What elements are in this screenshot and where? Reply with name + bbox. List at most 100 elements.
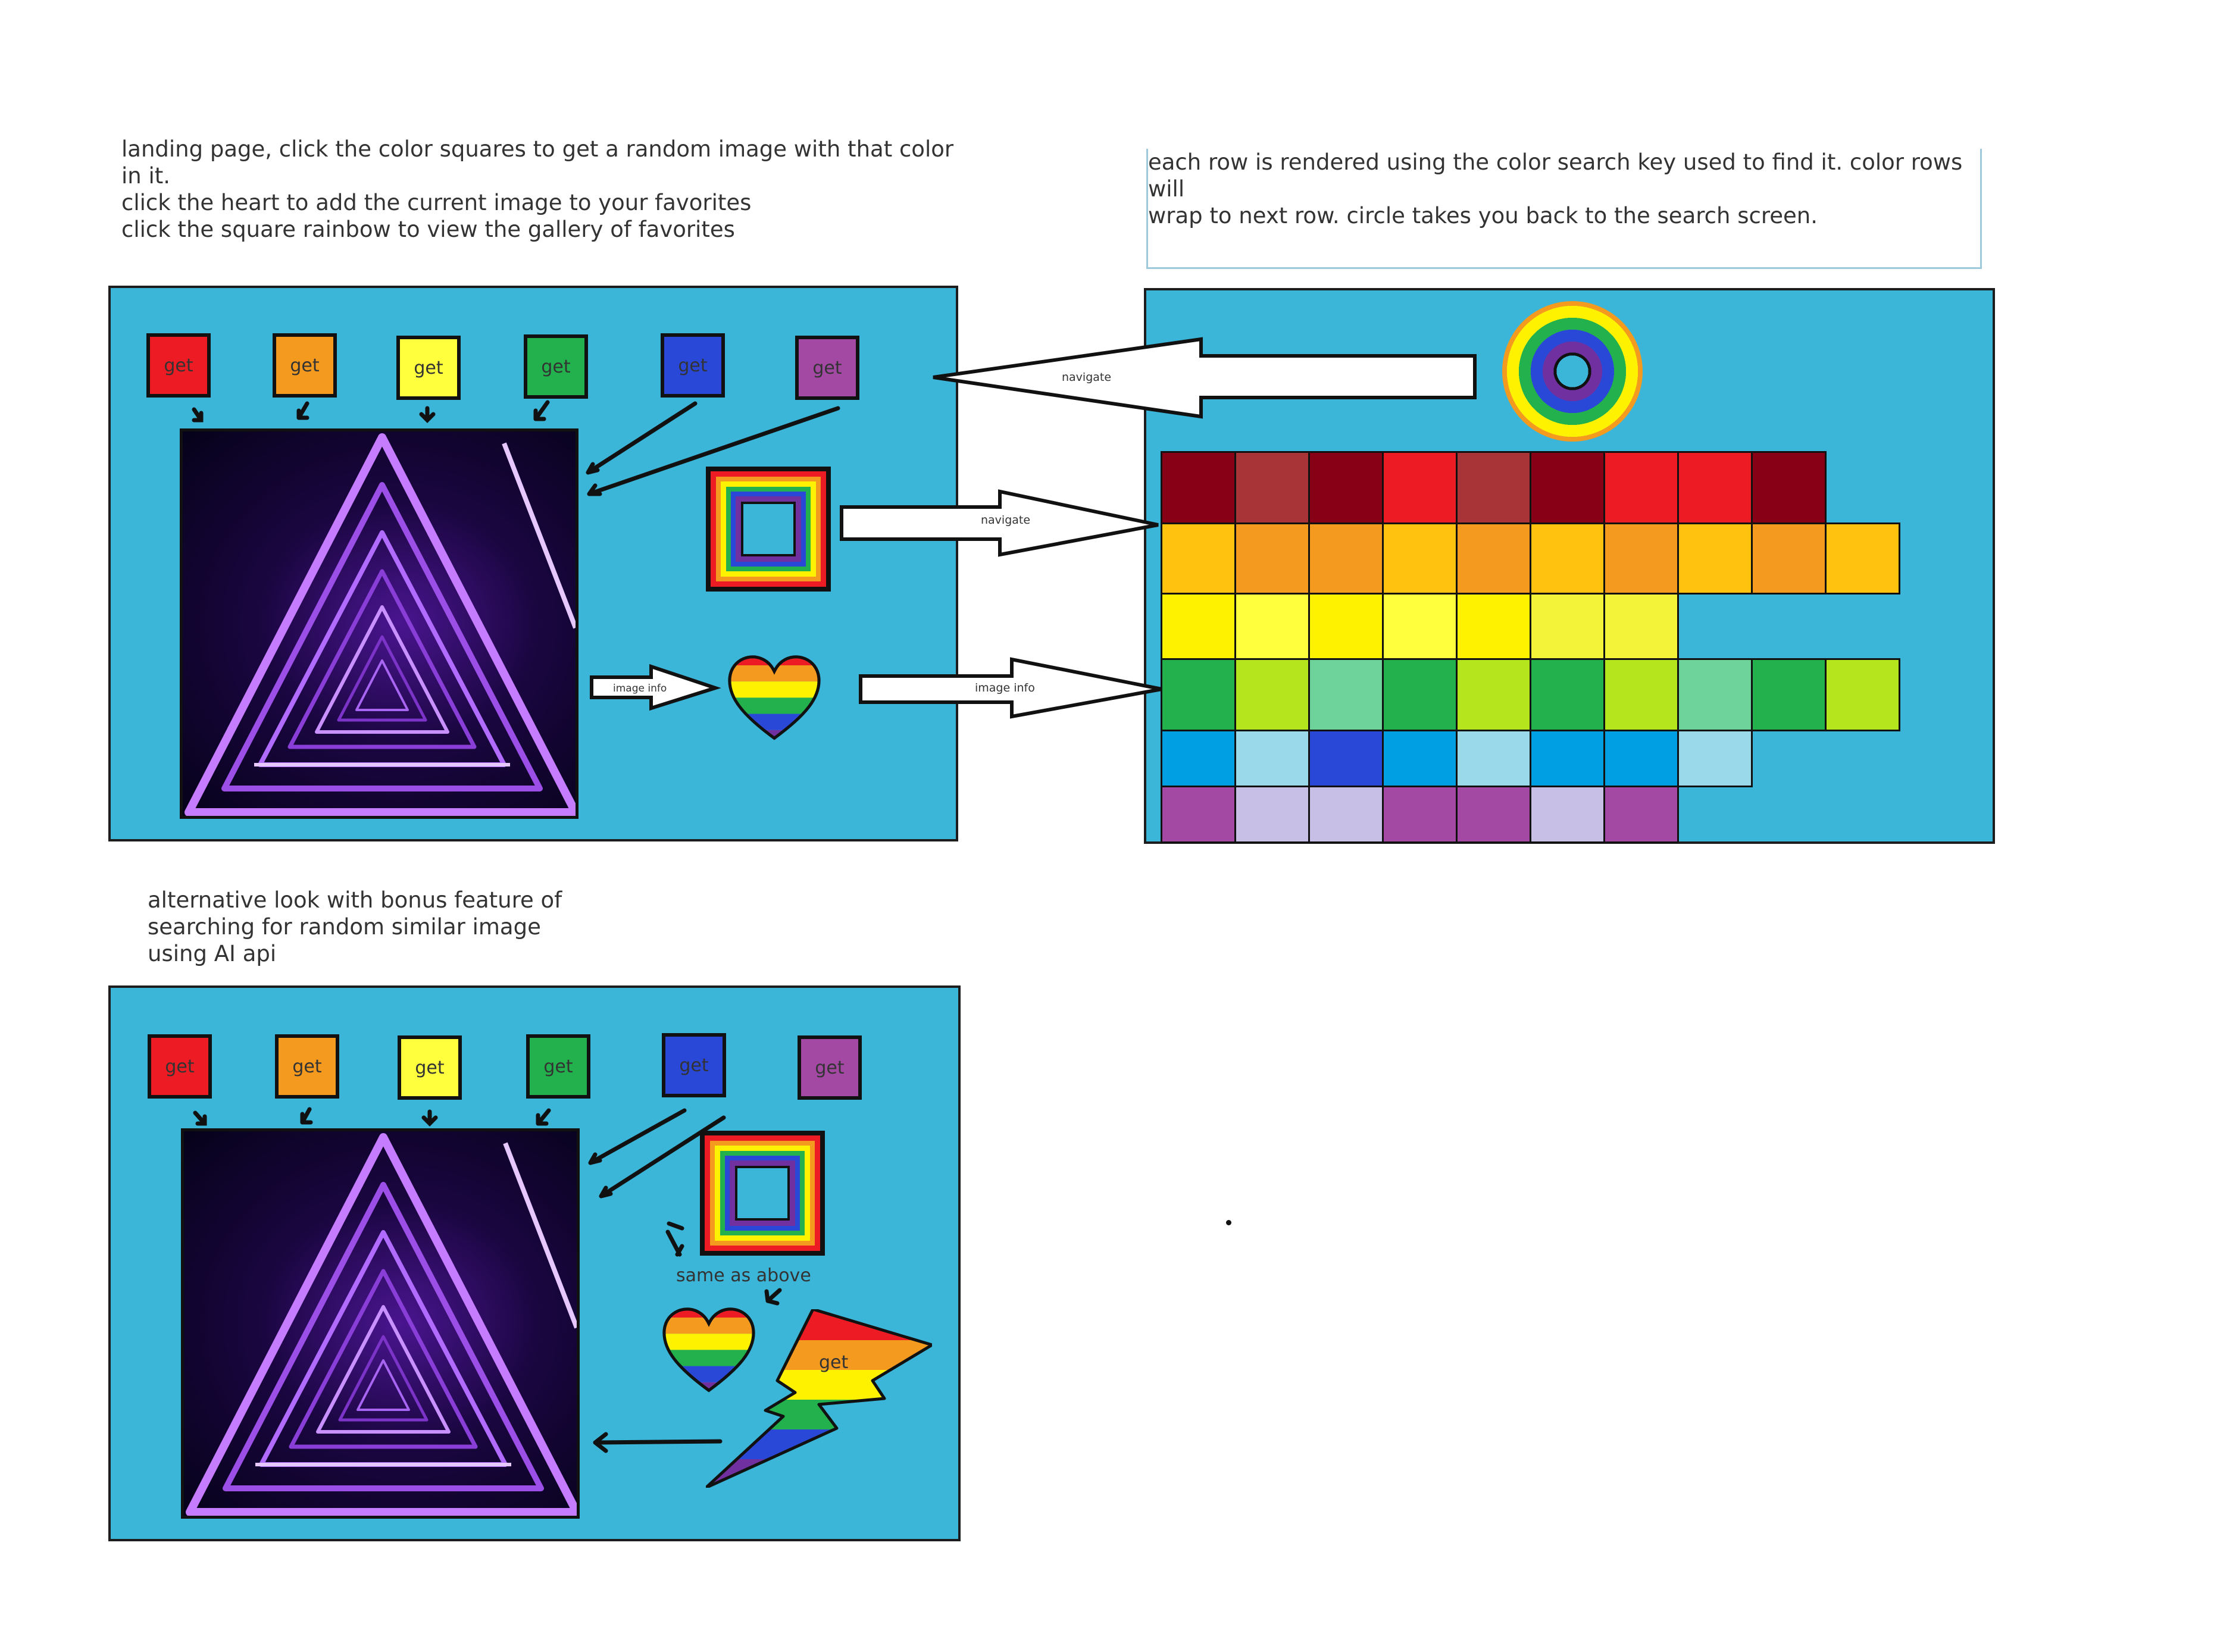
gallery-thumbnail[interactable] [1382,658,1458,731]
gallery-thumbnail[interactable] [1161,658,1236,731]
bolt-get-label: get [819,1352,849,1373]
gallery-thumbnail[interactable] [1677,522,1753,595]
gallery-thumbnail[interactable] [1456,786,1531,843]
get-red-button-alt[interactable]: get [148,1034,212,1099]
gallery-mockup [1144,288,1995,844]
gallery-thumbnail[interactable] [1382,730,1458,787]
gallery-thumbnail[interactable] [1161,593,1236,660]
gallery-thumbnail[interactable] [1603,786,1679,843]
gallery-thumbnail[interactable] [1234,658,1310,731]
gallery-note-box: each row is rendered using the color sea… [1146,149,1982,269]
get-yellow-button-alt[interactable]: get [398,1035,462,1100]
get-orange-button[interactable]: get [273,333,337,398]
gallery-thumbnail[interactable] [1234,786,1310,843]
gallery-thumbnail[interactable] [1234,593,1310,660]
get-label: get [165,1056,195,1077]
get-label: get [414,357,443,378]
gallery-thumbnail[interactable] [1677,451,1753,524]
gallery-thumbnail[interactable] [1161,522,1236,595]
get-label: get [679,1055,709,1076]
neon-triangle-picture [186,1133,577,1516]
get-purple-button-alt[interactable]: get [798,1035,862,1100]
get-label: get [812,357,842,378]
get-label: get [541,356,571,377]
get-blue-button[interactable]: get [661,333,725,398]
random-image [180,428,578,819]
gallery-thumbnail[interactable] [1530,522,1605,595]
gallery-thumbnail[interactable] [1603,658,1679,731]
similar-image-lightning-button[interactable]: get [704,1307,934,1490]
gallery-thumbnail[interactable] [1234,522,1310,595]
gallery-thumbnail[interactable] [1603,593,1679,660]
lightning-bolt-icon [704,1307,934,1490]
gallery-thumbnail[interactable] [1382,522,1458,595]
gallery-thumbnail[interactable] [1603,451,1679,524]
alternative-mockup: get get get get get get same as above [108,985,961,1541]
gallery-thumbnail[interactable] [1456,730,1531,787]
navigate-top-label: navigate [1062,371,1111,384]
gallery-thumbnail[interactable] [1530,593,1605,660]
stray-dot [1226,1220,1231,1225]
get-label: get [290,355,320,376]
favorite-heart[interactable] [724,645,825,746]
back-to-search-ring[interactable] [1502,301,1643,442]
get-green-button-alt[interactable]: get [526,1034,590,1099]
gallery-thumbnail[interactable] [1751,658,1827,731]
get-purple-button[interactable]: get [795,336,859,400]
get-label: get [815,1057,845,1078]
gallery-thumbnail[interactable] [1751,451,1827,524]
get-green-button[interactable]: get [524,334,588,399]
get-red-button[interactable]: get [146,333,211,398]
gallery-thumbnail[interactable] [1456,658,1531,731]
gallery-thumbnail[interactable] [1382,786,1458,843]
gallery-thumbnail[interactable] [1308,658,1384,731]
gallery-thumbnail[interactable] [1677,658,1753,731]
gallery-thumbnail[interactable] [1603,730,1679,787]
gallery-thumbnail[interactable] [1308,593,1384,660]
gallery-thumbnail[interactable] [1308,786,1384,843]
favorites-gallery-rainbow-square-alt[interactable] [700,1131,825,1256]
alternative-note: alternative look with bonus feature of s… [148,887,562,966]
gallery-thumbnail[interactable] [1382,451,1458,524]
landing-page-mockup: get get get get get get [108,286,958,841]
gallery-thumbnail[interactable] [1308,522,1384,595]
gallery-thumbnail[interactable] [1308,730,1384,787]
get-label: get [678,355,708,376]
gallery-thumbnail[interactable] [1530,730,1605,787]
rainbow-heart-icon [662,1307,755,1393]
get-orange-button-alt[interactable]: get [275,1034,339,1099]
gallery-thumbnail[interactable] [1234,730,1310,787]
same-as-above-label: same as above [676,1265,811,1286]
neon-triangle-picture [185,433,576,816]
gallery-thumbnail[interactable] [1456,451,1531,524]
gallery-thumbnail[interactable] [1825,658,1900,731]
landing-page-note: landing page, click the color squares to… [121,136,954,242]
gallery-thumbnail[interactable] [1161,786,1236,843]
rainbow-heart-icon [728,655,821,740]
gallery-thumbnail[interactable] [1234,451,1310,524]
gallery-thumbnail[interactable] [1456,522,1531,595]
gallery-thumbnail[interactable] [1751,522,1827,595]
get-label: get [543,1056,573,1077]
get-label: get [164,355,193,376]
gallery-thumbnail[interactable] [1825,522,1900,595]
gallery-thumbnail[interactable] [1382,593,1458,660]
gallery-thumbnail[interactable] [1308,451,1384,524]
image-info-right-label: image info [975,681,1035,694]
get-label: get [292,1056,322,1077]
get-label: get [415,1057,445,1078]
gallery-thumbnail[interactable] [1530,786,1605,843]
get-yellow-button[interactable]: get [396,336,461,400]
gallery-thumbnail[interactable] [1161,730,1236,787]
favorites-gallery-rainbow-square[interactable] [706,467,831,592]
gallery-thumbnail[interactable] [1161,451,1236,524]
favorite-heart-alt[interactable] [658,1297,759,1398]
gallery-thumbnail[interactable] [1456,593,1531,660]
gallery-thumbnail[interactable] [1530,451,1605,524]
gallery-thumbnail[interactable] [1530,658,1605,731]
navigate-mid-label: navigate [981,514,1030,527]
gallery-thumbnail[interactable] [1677,730,1753,787]
gallery-thumbnail[interactable] [1603,522,1679,595]
random-image-alt [181,1128,580,1519]
get-blue-button-alt[interactable]: get [662,1033,726,1097]
